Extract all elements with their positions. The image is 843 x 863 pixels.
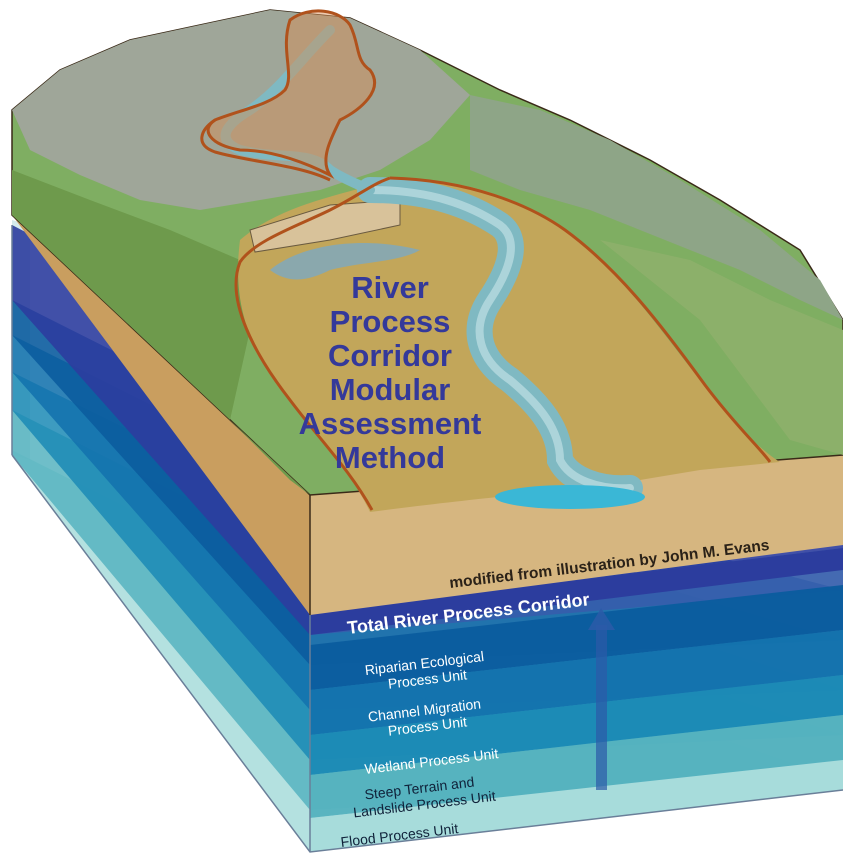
mountain-ridge-right — [470, 95, 843, 320]
terrain-block — [11, 9, 843, 615]
forest-left — [12, 170, 310, 495]
river-highlight — [366, 186, 634, 493]
corridor-outline-left — [234, 176, 391, 511]
headwater-outline — [206, 9, 377, 179]
title-line: Assessment — [299, 406, 482, 441]
up-arrow — [588, 608, 615, 790]
headwater-channel-outline — [200, 118, 331, 182]
arrow-head — [588, 608, 615, 630]
title-line: River — [351, 270, 429, 305]
band-migration — [310, 630, 843, 735]
stack-outline-bottom — [11, 454, 843, 853]
river-mouth-pool — [495, 485, 645, 509]
title-line: Process — [330, 304, 451, 339]
band-wetland — [310, 675, 843, 775]
arrow-shaft — [596, 625, 607, 790]
title-line: Modular — [330, 372, 451, 407]
corridor-outline-right — [389, 176, 772, 463]
band-steep — [310, 715, 843, 818]
valley-floor — [238, 179, 781, 513]
title-line: Corridor — [328, 338, 452, 373]
diagram-title: River Process Corridor Modular Assessmen… — [299, 270, 482, 475]
band-corridor — [310, 548, 843, 635]
oxbow-lake — [270, 242, 420, 280]
cliff — [249, 199, 401, 253]
band-flood — [310, 760, 843, 852]
band-riparian — [310, 585, 843, 690]
title-line: Method — [335, 440, 445, 475]
forest-right — [600, 240, 843, 455]
